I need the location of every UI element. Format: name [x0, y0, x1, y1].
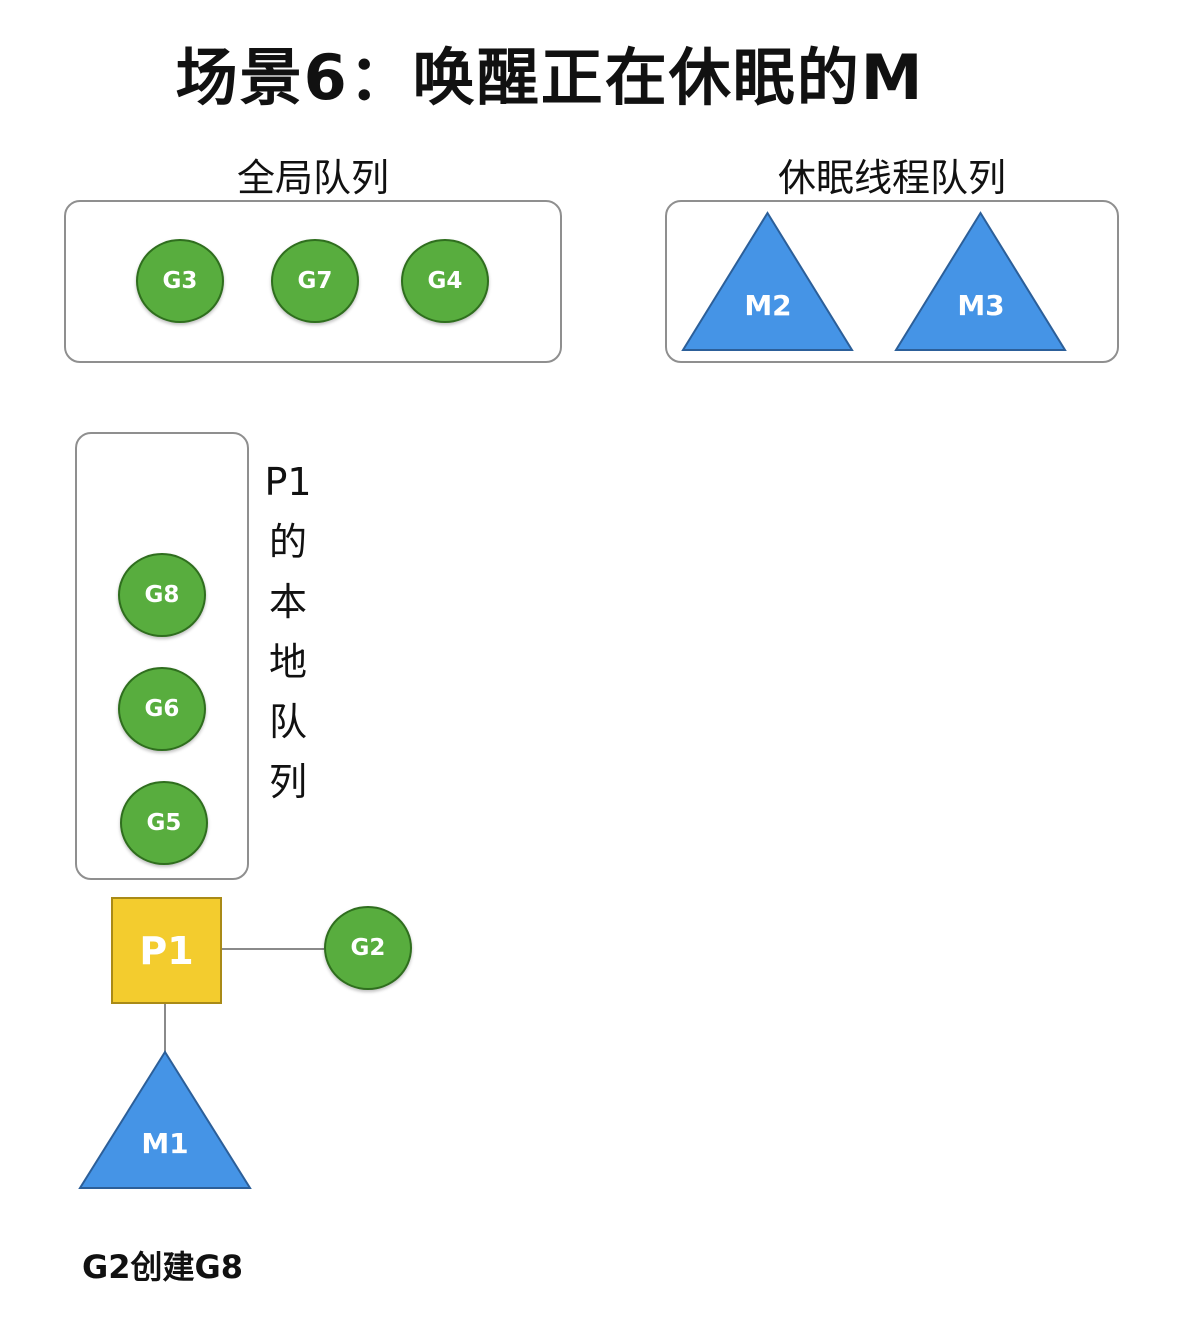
p1-local-queue-label-char: 地 [268, 640, 307, 684]
sleeping-thread-m2-label: M2 [744, 289, 792, 322]
local-goroutine-g8: G8 [118, 553, 206, 637]
p1-m1-connector [164, 1004, 166, 1054]
running-goroutine-g2: G2 [324, 906, 412, 990]
sleeping-thread-m3-icon [894, 211, 1067, 351]
p1-local-queue-label-char: P1 [264, 460, 312, 504]
sleeping-thread-queue-label: 休眠线程队列 [777, 156, 1006, 200]
processor-p1: P1 [111, 897, 222, 1004]
p1-local-queue-box [75, 432, 249, 880]
diagram-caption: G2创建G8 [82, 1248, 244, 1286]
diagram-title: 场景6：唤醒正在休眠的M [175, 41, 925, 114]
global-goroutine-g7: G7 [271, 239, 359, 323]
thread-m1-label: M1 [141, 1127, 189, 1160]
sleeping-thread-m2-icon [681, 211, 854, 351]
p1-local-queue-label-char: 队 [268, 700, 307, 744]
p1-local-queue-label-char: 本 [268, 580, 307, 624]
global-goroutine-g3: G3 [136, 239, 224, 323]
sleeping-thread-m3-label: M3 [957, 289, 1005, 322]
local-goroutine-g5: G5 [120, 781, 208, 865]
p1-local-queue-label-char: 列 [268, 760, 307, 804]
thread-m1-icon [78, 1050, 252, 1189]
p1-g2-connector [222, 948, 324, 950]
local-goroutine-g6: G6 [118, 667, 206, 751]
p1-local-queue-label: P1 的 本 地 队 列 [262, 452, 314, 812]
p1-local-queue-label-char: 的 [268, 520, 307, 564]
global-goroutine-g4: G4 [401, 239, 489, 323]
global-queue-label: 全局队列 [236, 156, 389, 200]
